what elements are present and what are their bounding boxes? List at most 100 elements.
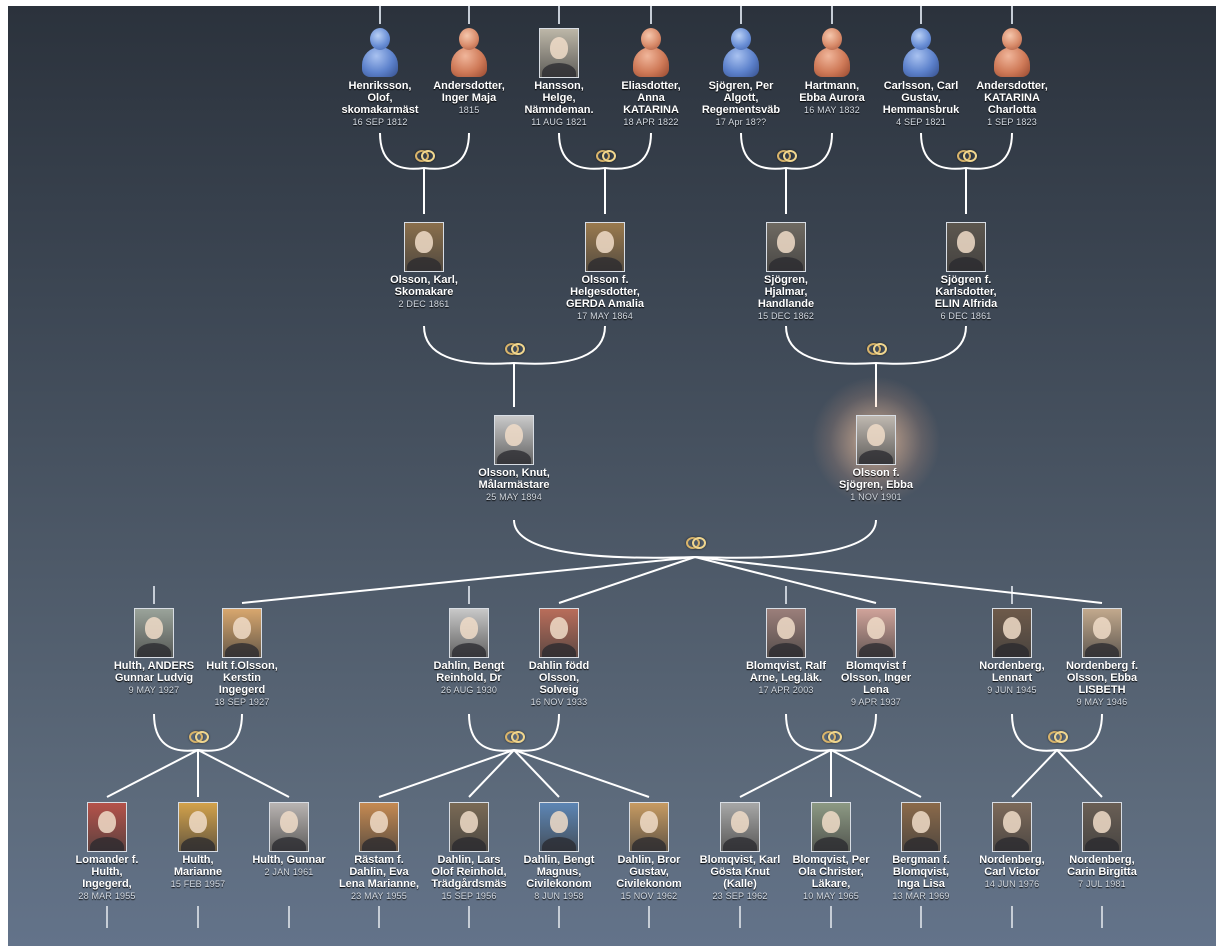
person-card[interactable]: Blomqvist, Ralf Arne, Leg.läk.17 APR 200… <box>728 608 844 696</box>
portrait-shoulders <box>632 837 666 851</box>
wedding-rings-icon[interactable] <box>187 729 209 743</box>
person-name: Dahlin, Lars Olof Reinhold, Trädgårdsmäs <box>431 854 507 890</box>
person-name: Olsson f. Sjögren, Ebba <box>839 467 913 491</box>
wedding-rings-icon[interactable] <box>413 148 435 162</box>
person-birth-date: 18 APR 1822 <box>623 117 679 127</box>
portrait-photo <box>539 28 579 78</box>
portrait-face <box>596 231 614 253</box>
portrait-photo <box>629 802 669 852</box>
portrait-shoulders <box>723 837 757 851</box>
person-card[interactable]: Dahlin, Lars Olof Reinhold, Trädgårdsmäs… <box>411 802 527 902</box>
person-name: Eliasdotter, Anna KATARINA <box>621 80 681 116</box>
portrait-shoulders <box>137 643 171 657</box>
parent-child-line <box>739 749 832 798</box>
portrait-photo <box>1082 802 1122 852</box>
person-birth-date: 23 MAY 1955 <box>351 891 407 901</box>
ring-right <box>511 731 525 743</box>
person-card[interactable]: Rästam f. Dahlin, Eva Lena Marianne,23 M… <box>321 802 437 902</box>
portrait-face <box>957 231 975 253</box>
person-birth-date: 9 MAY 1946 <box>1076 697 1128 707</box>
portrait-photo <box>449 802 489 852</box>
portrait-face <box>550 617 568 639</box>
silhouette-head <box>641 28 661 50</box>
portrait-face <box>1093 811 1111 833</box>
wedding-rings-icon[interactable] <box>820 729 842 743</box>
portrait-photo <box>449 608 489 658</box>
person-name: Blomqvist, Karl Gösta Knut (Kalle) <box>699 854 781 890</box>
wedding-rings-icon[interactable] <box>594 148 616 162</box>
person-card[interactable]: Blomqvist, Karl Gösta Knut (Kalle)23 SEP… <box>682 802 798 902</box>
wedding-rings-icon[interactable] <box>503 341 525 355</box>
person-name: Dahlin född Olsson, Solveig <box>528 660 590 696</box>
silhouette-body <box>994 47 1030 77</box>
portrait-face <box>98 811 116 833</box>
portrait-photo <box>856 415 896 465</box>
person-name: Hartmann, Ebba Aurora <box>799 80 865 104</box>
person-name: Andersdotter, Inger Maja <box>433 80 505 104</box>
wedding-rings-icon[interactable] <box>955 148 977 162</box>
wedding-rings-icon[interactable] <box>1046 729 1068 743</box>
ring-right <box>511 343 525 355</box>
portrait-photo <box>946 222 986 272</box>
parent-child-line <box>558 556 696 604</box>
portrait-shoulders <box>407 257 441 271</box>
person-birth-date: 23 SEP 1962 <box>712 891 768 901</box>
portrait-shoulders <box>995 837 1029 851</box>
wedding-rings-icon[interactable] <box>775 148 797 162</box>
portrait-face <box>640 811 658 833</box>
portrait-shoulders <box>1085 643 1119 657</box>
portrait-face <box>370 811 388 833</box>
person-birth-date: 9 MAY 1927 <box>128 685 180 695</box>
person-name: Carlsson, Carl Gustav, Hemmansbruk <box>882 80 960 116</box>
connector-lines <box>106 6 1103 928</box>
person-card[interactable]: Lomander f. Hulth, Ingegerd,28 MAR 1955 <box>49 802 165 902</box>
person-card[interactable]: Hansson, Helge, Nämndeman.11 AUG 1821 <box>501 28 617 128</box>
portrait-face <box>550 37 568 59</box>
wedding-rings-icon[interactable] <box>503 729 525 743</box>
person-birth-date: 1 SEP 1823 <box>987 117 1037 127</box>
portrait-face <box>822 811 840 833</box>
female-silhouette-icon <box>814 28 850 78</box>
person-birth-date: 6 DEC 1861 <box>940 311 992 321</box>
wedding-rings-icon[interactable] <box>865 341 887 355</box>
portrait-photo <box>359 802 399 852</box>
portrait-photo <box>539 608 579 658</box>
portrait-shoulders <box>904 837 938 851</box>
person-name: Hulth, ANDERS Gunnar Ludvig <box>113 660 195 684</box>
person-birth-date: 16 SEP 1812 <box>352 117 408 127</box>
person-card[interactable]: Blomqvist, Per Ola Christer, Läkare,10 M… <box>773 802 889 902</box>
ring-right <box>195 731 209 743</box>
person-name: Nordenberg, Lennart <box>979 660 1045 684</box>
person-name: Sjögren f. Karlsdotter, ELIN Alfrida <box>934 274 998 310</box>
portrait-shoulders <box>814 837 848 851</box>
wedding-rings-icon[interactable] <box>684 535 706 549</box>
